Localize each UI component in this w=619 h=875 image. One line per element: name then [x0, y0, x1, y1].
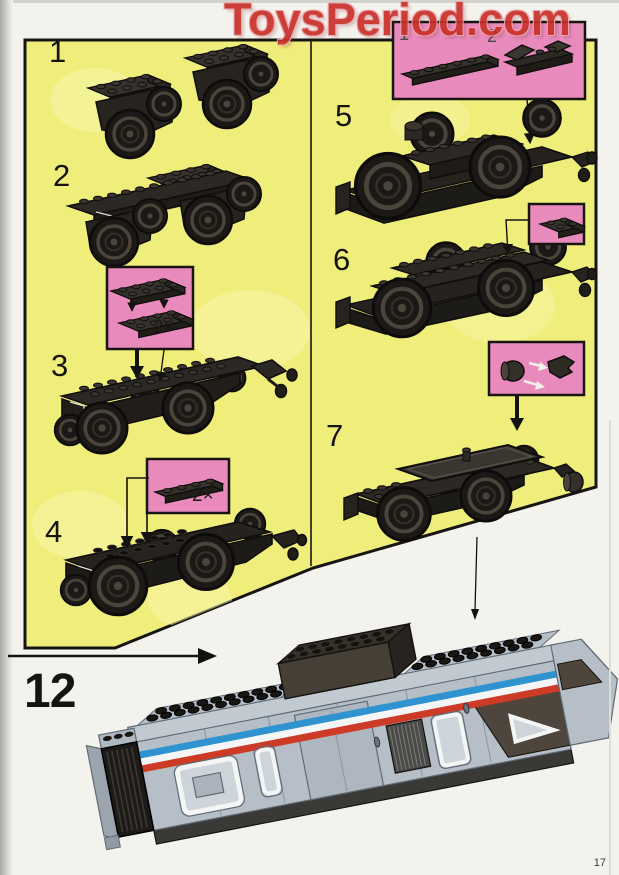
page-top-edge	[0, 0, 619, 3]
roof-studs-right	[402, 629, 561, 675]
door-window-narrow	[253, 745, 283, 798]
front-grille	[85, 727, 155, 851]
locomotive-illustration	[85, 622, 619, 851]
callout-box-step6	[527, 202, 586, 246]
step-2-illustration	[65, 163, 263, 268]
stripe-white	[139, 677, 559, 766]
step-1-number: 1	[49, 34, 67, 69]
page-right-crease	[609, 420, 611, 875]
step-3-number: 3	[51, 348, 69, 383]
callout5-part-label-2: 2	[487, 26, 498, 46]
watermark: ToysPeriod.com	[224, 0, 571, 45]
callout-box-magnet	[487, 340, 586, 397]
step-4-number: 4	[45, 514, 63, 549]
instruction-arrows	[8, 98, 535, 664]
callout5-part-label-1: 1	[399, 24, 410, 44]
step-6-illustration	[335, 227, 598, 337]
window-door-right	[430, 710, 472, 770]
cab-side-window	[507, 713, 561, 745]
callout-box-step3	[105, 265, 195, 351]
step-6-number: 6	[333, 242, 351, 277]
step-2-number: 2	[53, 158, 71, 193]
roof-compartment	[275, 622, 417, 700]
step-5-number: 5	[335, 98, 353, 133]
page-number: 17	[593, 857, 606, 869]
step-7-illustration	[343, 443, 584, 543]
window-left	[173, 755, 245, 817]
step-3-callout-count: 2×	[153, 317, 175, 338]
step-4-callout-count: 2×	[192, 485, 214, 506]
callout-box-step4	[145, 457, 231, 515]
step-12-number: 12	[24, 665, 76, 718]
stripe-blue	[138, 670, 558, 759]
step-5-illustration	[335, 97, 598, 224]
handle-right	[463, 702, 470, 714]
locomotive-nose	[550, 638, 619, 746]
louver-shutter	[385, 718, 432, 774]
door-handle	[373, 736, 381, 748]
step-7-number: 7	[326, 418, 344, 453]
stripe-red	[141, 684, 560, 773]
callout-box-step5	[391, 20, 587, 101]
